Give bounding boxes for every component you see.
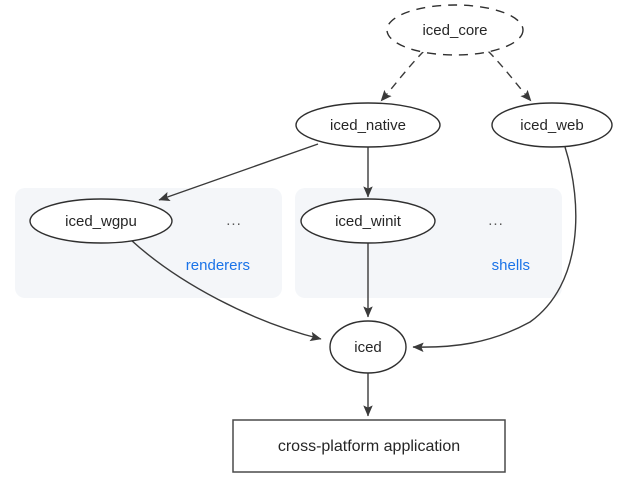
node-shape-iced xyxy=(329,320,407,374)
node-shape-iced_core xyxy=(386,4,524,56)
node-label-iced_core: iced_core xyxy=(422,22,487,39)
node-shape-application xyxy=(232,419,506,473)
node-shape-iced_wgpu xyxy=(29,198,173,244)
node-shape-iced_native xyxy=(295,102,441,148)
node-shape-iced_web xyxy=(491,102,613,148)
node-iced_winit[interactable]: iced_winit xyxy=(300,198,436,244)
node-label-application: cross-platform application xyxy=(278,438,460,455)
node-label-iced_native: iced_native xyxy=(330,117,406,134)
edge-native-to-wgpu xyxy=(158,143,319,201)
node-shape-iced_winit xyxy=(300,198,436,244)
edge-core-to-web xyxy=(487,50,532,102)
node-label-iced_winit: iced_winit xyxy=(335,213,402,230)
node-iced_wgpu[interactable]: iced_wgpu xyxy=(29,198,173,244)
node-iced_native[interactable]: iced_native xyxy=(295,102,441,148)
node-label-iced_web: iced_web xyxy=(520,117,583,134)
edge-wgpu-to-iced xyxy=(130,239,322,342)
cluster-label-renderers: renderers xyxy=(186,257,250,274)
node-label-iced_wgpu: iced_wgpu xyxy=(65,213,137,230)
edge-web-to-iced xyxy=(412,146,577,353)
node-application[interactable]: cross-platform application xyxy=(232,419,506,473)
node-iced_core[interactable]: iced_core xyxy=(386,4,524,56)
node-iced[interactable]: iced xyxy=(329,320,407,374)
ellipsis-renderers-more: ... xyxy=(226,212,242,229)
edge-layer xyxy=(130,50,577,417)
cluster-label-shells: shells xyxy=(492,257,530,274)
edge-core-to-native xyxy=(380,50,425,102)
node-label-iced: iced xyxy=(354,339,382,356)
node-iced_web[interactable]: iced_web xyxy=(491,102,613,148)
ellipsis-shells-more: ... xyxy=(488,212,504,229)
